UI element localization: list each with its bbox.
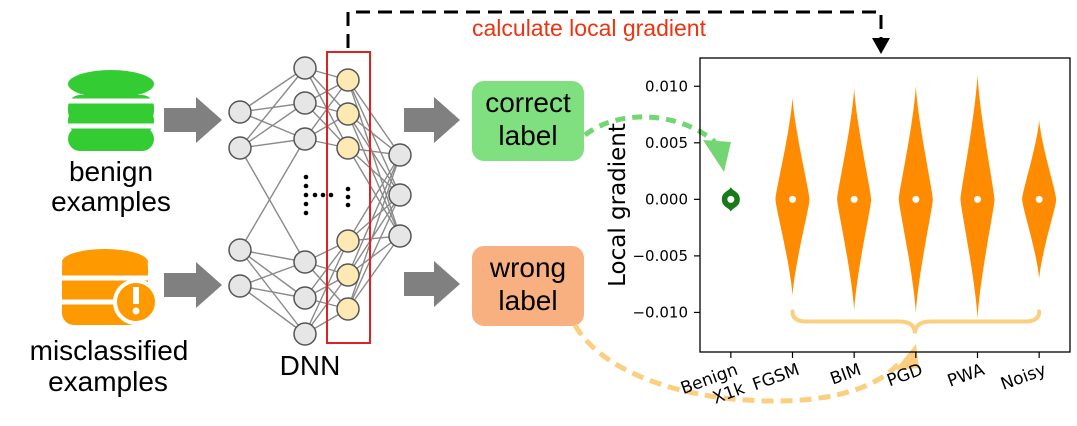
x-tick-label-line: BIM xyxy=(828,360,864,390)
x-tick-label: PGD xyxy=(884,360,925,391)
dnn-node xyxy=(388,224,412,248)
dnn-node xyxy=(388,143,412,167)
misclassified-label-line1: misclassified xyxy=(29,335,189,366)
y-tick-label: 0.000 xyxy=(645,190,688,208)
dnn-edge xyxy=(347,79,401,237)
wrong-label-box xyxy=(472,246,584,326)
x-tick-label: PWA xyxy=(945,360,988,392)
dnn-edge xyxy=(347,154,401,242)
x-tick-label-line: FGSM xyxy=(750,360,802,395)
correct-label-box xyxy=(472,81,584,161)
dnn-node xyxy=(228,274,252,298)
y-tick-label: 0.010 xyxy=(645,77,688,95)
dnn-label: DNN xyxy=(279,350,341,381)
benign-database-icon xyxy=(68,70,154,151)
benign-label-line1: benign xyxy=(68,156,154,187)
dnn-node xyxy=(228,100,252,124)
hidden-layers-ellipsis xyxy=(303,174,351,216)
violin-median-0 xyxy=(727,195,735,203)
misclassified-to-dnn-arrow xyxy=(164,262,222,308)
violin-median-3 xyxy=(912,195,920,203)
y-tick-label: −0.005 xyxy=(632,247,688,265)
dnn-node xyxy=(336,297,360,321)
wrong-label-line2: label xyxy=(498,285,558,316)
misclassified-database-icon xyxy=(62,249,159,325)
dnn-node xyxy=(293,127,317,151)
misclassified-label-line2: examples xyxy=(48,366,168,397)
correct-to-benign-arrow xyxy=(583,114,717,144)
violin-median-2 xyxy=(850,195,858,203)
calculate-gradient-arrowhead xyxy=(872,38,890,54)
wrong-to-attack-arrowhead xyxy=(895,344,919,370)
dnn-node xyxy=(293,286,317,310)
dnn-node xyxy=(336,229,360,253)
benign-to-dnn-arrow xyxy=(164,97,222,143)
dnn-to-wrong-arrow xyxy=(404,261,460,307)
dnn-node xyxy=(293,91,317,115)
dnn-edges xyxy=(239,67,401,335)
dnn-edge xyxy=(347,154,401,310)
dnn-node xyxy=(336,102,360,126)
dnn-node xyxy=(336,136,360,160)
x-tick-label: FGSM xyxy=(750,360,802,395)
dnn-node xyxy=(228,238,252,262)
violin-median-5 xyxy=(1035,195,1043,203)
dnn-edge xyxy=(347,194,401,310)
correct-to-benign-arrowhead xyxy=(703,140,731,172)
dnn-node xyxy=(293,322,317,346)
plot-frame xyxy=(699,57,1071,353)
attack-group-brace xyxy=(790,309,1042,334)
dnn-node xyxy=(293,56,317,80)
benign-label-line2: examples xyxy=(51,186,171,217)
dnn-edge xyxy=(347,79,401,156)
dnn-edge xyxy=(347,235,401,310)
y-tick-label: −0.010 xyxy=(632,303,688,321)
dnn-edge xyxy=(347,154,401,276)
dnn-nodes xyxy=(228,56,412,346)
calculate-gradient-arrow xyxy=(346,10,883,48)
dnn-edge xyxy=(347,194,401,276)
x-tick-label-line: Noisy xyxy=(998,360,1049,395)
violin-median-1 xyxy=(789,195,796,203)
flow-arrows xyxy=(164,97,460,308)
dnn-edge xyxy=(239,102,306,149)
dnn-edge xyxy=(239,67,306,113)
violin-median-4 xyxy=(974,195,981,203)
y-tick-label: 0.005 xyxy=(645,134,688,152)
dnn-edge xyxy=(239,285,306,335)
x-tick-label-line: PGD xyxy=(884,360,925,391)
wrong-label-line1: wrong xyxy=(489,252,567,283)
x-tick-label-line: PWA xyxy=(945,360,988,392)
dnn-edge xyxy=(239,147,306,263)
y-axis-label: Local gradient xyxy=(605,123,631,287)
correct-label-line1: correct xyxy=(485,87,571,118)
local-layer-box xyxy=(326,51,371,344)
x-tick-label: Noisy xyxy=(998,360,1049,395)
dnn-node xyxy=(336,263,360,287)
dnn-edge xyxy=(347,147,401,237)
correct-label-line2: label xyxy=(498,120,558,151)
dnn-node xyxy=(336,68,360,92)
calculate-gradient-label: calculate local gradient xyxy=(472,15,706,41)
dnn-edge xyxy=(239,67,306,149)
dnn-node xyxy=(228,136,252,160)
wrong-to-attack-arrow xyxy=(572,323,902,404)
dnn-to-correct-arrow xyxy=(404,97,460,143)
x-tick-label: BenignX1k xyxy=(678,360,747,418)
dnn-node xyxy=(293,250,317,274)
dnn-edge xyxy=(239,138,306,251)
x-tick-label: BIM xyxy=(828,360,864,390)
dnn-node xyxy=(388,183,412,207)
